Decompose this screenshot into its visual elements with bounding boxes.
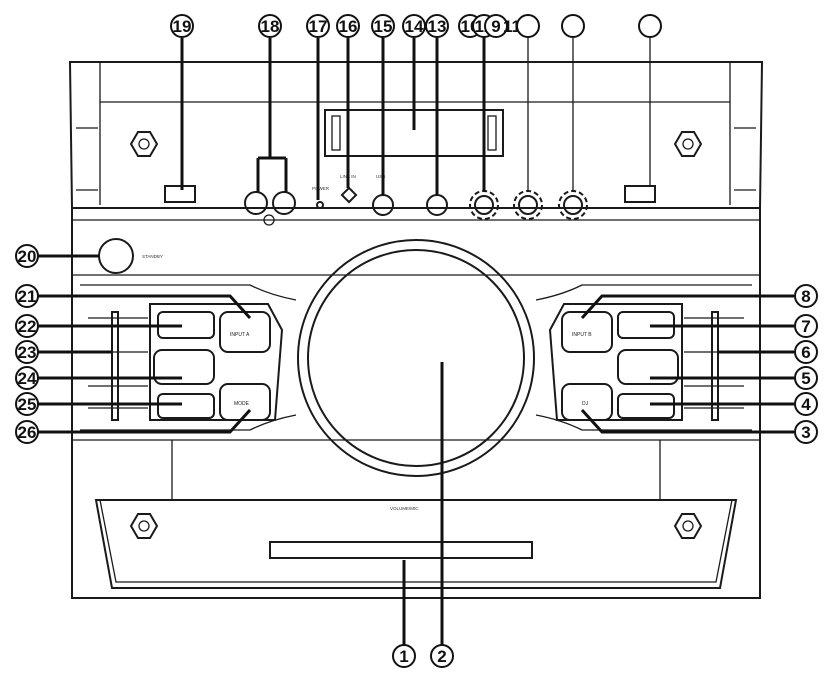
usb-port-knob[interactable]: [372, 194, 394, 216]
callout-14: 14: [402, 14, 426, 38]
callout-blank-1: [516, 14, 540, 38]
callout-4: 4: [794, 392, 818, 416]
callout-17: 17: [306, 14, 330, 38]
callout-2: 2: [430, 644, 454, 668]
svg-text:16: 16: [339, 17, 358, 36]
line-in-jack[interactable]: [340, 186, 358, 204]
mode-button[interactable]: [219, 383, 271, 421]
svg-text:9: 9: [491, 17, 500, 36]
right-switch[interactable]: [624, 185, 656, 203]
callouts: 19 18 17 16 15 14 13 10 12 9 11 20 21 22…: [15, 14, 818, 668]
svg-text:5: 5: [801, 369, 810, 388]
svg-text:18: 18: [261, 17, 280, 36]
callout-21: 21: [15, 284, 39, 308]
callout-26: 26: [15, 420, 39, 444]
svg-text:13: 13: [428, 17, 447, 36]
aux-jack-r[interactable]: [272, 191, 296, 215]
callout-6: 6: [794, 340, 818, 364]
power-led: [316, 201, 324, 209]
knob-13[interactable]: [426, 194, 448, 216]
svg-text:4: 4: [801, 395, 811, 414]
label-dj: DJ: [582, 401, 589, 407]
callout-13: 13: [425, 14, 449, 38]
callout-15: 15: [371, 14, 395, 38]
hex-screw-bottom-left: [129, 513, 159, 539]
callout-7: 7: [794, 314, 818, 338]
right-button-cluster: INPUT B DJ: [548, 303, 744, 421]
callout-25: 25: [15, 392, 39, 416]
svg-text:2: 2: [437, 647, 446, 666]
svg-text:3: 3: [801, 423, 810, 442]
left-slider-23[interactable]: [111, 311, 119, 421]
callout-9: 9: [484, 14, 508, 38]
svg-text:8: 8: [801, 287, 810, 306]
callout-22: 22: [15, 314, 39, 338]
button-4[interactable]: [617, 393, 675, 419]
aux-jack-l[interactable]: [244, 191, 268, 215]
svg-text:1: 1: [399, 647, 408, 666]
callout-23: 23: [15, 340, 39, 364]
svg-text:15: 15: [374, 17, 393, 36]
left-button-cluster: INPUT A MODE: [88, 303, 284, 421]
label-volume-mic: VOLUME/MIC: [390, 506, 419, 511]
dj-button[interactable]: [561, 383, 613, 421]
callout-blank-3: [638, 14, 662, 38]
svg-text:20: 20: [18, 247, 37, 266]
hex-screw-top-right: [673, 131, 703, 157]
svg-text:23: 23: [18, 343, 37, 362]
standby-button[interactable]: [98, 238, 134, 274]
label-usb: USB: [376, 174, 385, 179]
callout-20: 20: [15, 244, 39, 268]
svg-text:22: 22: [18, 317, 37, 336]
callout-11: 11: [503, 17, 521, 36]
callout-1: 1: [392, 644, 416, 668]
left-switch[interactable]: [164, 185, 196, 203]
svg-text:21: 21: [18, 287, 37, 306]
svg-text:25: 25: [18, 395, 37, 414]
callout-8: 8: [794, 284, 818, 308]
leader-lines: [38, 38, 794, 645]
button-25[interactable]: [157, 393, 215, 419]
callout-18: 18: [258, 14, 282, 38]
speaker-outer-ring: [297, 239, 535, 477]
callout-3: 3: [794, 420, 818, 444]
hex-screw-bottom-right: [673, 513, 703, 539]
callout-5: 5: [794, 366, 818, 390]
speaker-cone: [307, 249, 525, 467]
callout-16: 16: [336, 14, 360, 38]
label-power: POWER: [312, 186, 330, 191]
svg-text:19: 19: [173, 17, 192, 36]
callout-blank-2: [561, 14, 585, 38]
callout-19: 19: [170, 14, 194, 38]
svg-text:14: 14: [405, 17, 424, 36]
svg-text:24: 24: [18, 369, 37, 388]
button-5[interactable]: [617, 349, 679, 385]
label-mode: MODE: [234, 401, 250, 407]
control-strip: POWER LINE IN USB STANDBY: [98, 109, 703, 274]
label-input-b: INPUT B: [572, 332, 592, 338]
speaker: VOLUME/MIC: [80, 239, 752, 511]
svg-text:6: 6: [801, 343, 810, 362]
svg-text:26: 26: [18, 423, 37, 442]
label-standby: STANDBY: [142, 254, 163, 259]
bottom-section: [129, 513, 703, 559]
button-24[interactable]: [153, 349, 215, 385]
svg-text:11: 11: [503, 17, 521, 36]
hex-screw-top-left: [129, 131, 159, 157]
label-input-a: INPUT A: [230, 332, 250, 338]
disc-slot[interactable]: [269, 541, 533, 559]
svg-text:7: 7: [801, 317, 810, 336]
callout-24: 24: [15, 366, 39, 390]
right-slider-6[interactable]: [711, 311, 719, 421]
svg-text:17: 17: [309, 17, 328, 36]
